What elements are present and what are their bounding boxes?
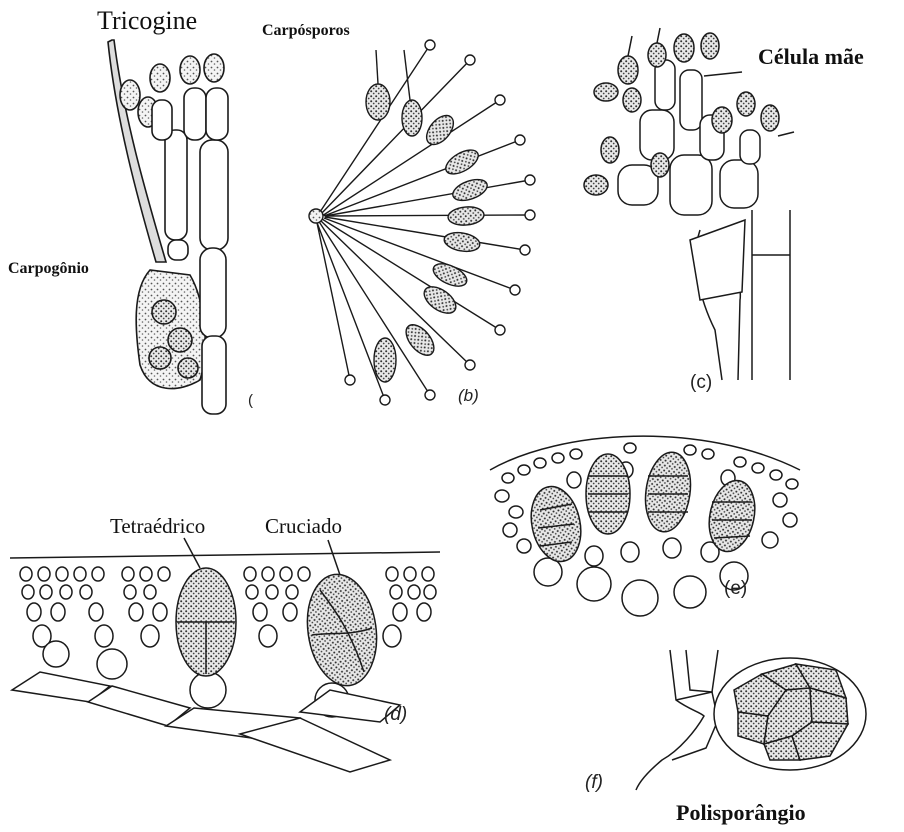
panel-a-carpogonium-figure: [108, 40, 228, 414]
label-polisporangio: Polisporângio: [676, 800, 806, 826]
label-celula-mae: Célula mãe: [758, 44, 864, 70]
panel-d-tetrasporangia-figure: [10, 538, 440, 772]
label-cruciado: Cruciado: [265, 514, 342, 539]
label-carpogonio: Carpogônio: [8, 260, 89, 278]
panel-label-c: (c): [690, 372, 712, 394]
panel-c-mother-cell-figure: [584, 28, 794, 380]
panel-e-cortex-sporangia-figure: [490, 436, 800, 616]
panel-b-carposporophyte-figure: [309, 40, 535, 405]
panel-label-e: (e): [724, 578, 747, 600]
panel-label-f: (f): [585, 772, 603, 794]
label-tetraedrico: Tetraédrico: [110, 514, 205, 539]
panel-label-b: (b): [458, 386, 479, 406]
panel-label-a: (: [248, 392, 253, 409]
label-carposporos: Carpósporos: [262, 22, 350, 40]
panel-label-d: (d): [384, 704, 407, 726]
label-tricogine: Tricogine: [97, 6, 197, 36]
panel-f-polysporangium-figure: [636, 650, 866, 790]
